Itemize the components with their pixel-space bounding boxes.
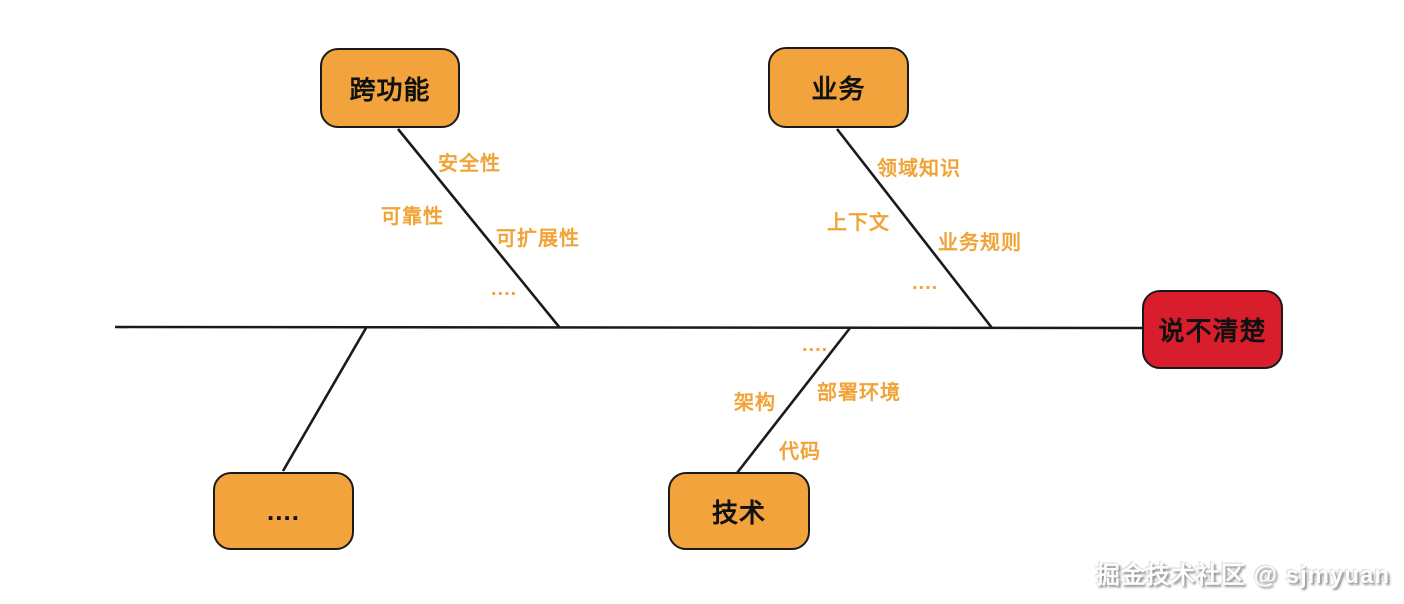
- cause-label-business-more: ....: [912, 272, 939, 294]
- cause-label-domain-knowledge: 领域知识: [877, 158, 961, 180]
- cause-label-business-rules: 业务规则: [938, 232, 1022, 254]
- cause-label-security: 安全性: [438, 153, 501, 175]
- cause-label-scalability: 可扩展性: [496, 228, 580, 250]
- cause-label-technology-more: ....: [802, 334, 829, 356]
- cause-label-deployment-environment: 部署环境: [817, 382, 901, 404]
- cause-label-cross-functional-more: ....: [491, 278, 518, 300]
- watermark-text: 掘金技术社区 @ sjmyuan: [1095, 562, 1390, 589]
- cause-label-context: 上下文: [827, 212, 890, 234]
- spine-line: [114, 325, 1143, 330]
- effect-node-head: 说不清楚: [1142, 290, 1283, 369]
- category-node-cross-functional: 跨功能: [320, 48, 460, 128]
- category-node-others: ....: [213, 472, 354, 550]
- cause-label-architecture: 架构: [734, 392, 776, 414]
- branch-line-technology: [735, 327, 852, 474]
- category-node-technology: 技术: [668, 472, 810, 550]
- branch-line-business: [835, 128, 994, 329]
- category-node-business: 业务: [768, 47, 909, 128]
- branch-line-others: [281, 327, 368, 472]
- cause-label-code: 代码: [779, 441, 821, 463]
- cause-label-reliability: 可靠性: [381, 206, 444, 228]
- branch-line-cross-functional: [396, 128, 562, 329]
